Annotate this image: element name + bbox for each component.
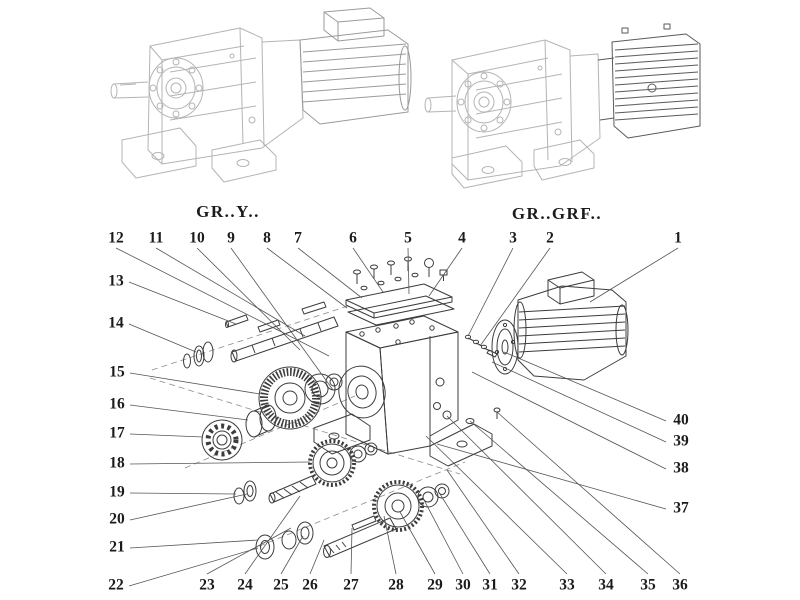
- mounting-feet-drawing: [451, 139, 595, 189]
- output-shaft-drawing: [110, 81, 149, 99]
- motor-drawing: [299, 7, 412, 125]
- leader-line-34: [446, 415, 607, 575]
- leader-line-27: [350, 527, 353, 575]
- intermediate-gear-set: [233, 439, 378, 505]
- leader-line-36: [496, 411, 681, 575]
- leader-line-7: [297, 247, 363, 299]
- leader-line-39: [491, 361, 667, 443]
- leader-line-23: [206, 527, 292, 575]
- gearbox-housing-drawing: [451, 39, 601, 181]
- input-shaft-assembly: [183, 301, 339, 369]
- variant-label-gr-y: GR..Y..: [196, 202, 260, 221]
- assembly-axes: [149, 305, 466, 551]
- leader-line-8: [266, 247, 348, 309]
- leader-line-6: [352, 247, 384, 293]
- leader-line-24: [244, 495, 301, 575]
- leader-line-16: [129, 404, 249, 421]
- leader-line-12: [115, 247, 330, 357]
- leader-line-4: [428, 247, 463, 297]
- leader-line-11: [155, 247, 306, 337]
- leader-line-35: [469, 420, 649, 575]
- leader-line-14: [128, 323, 197, 353]
- leader-line-3: [467, 247, 514, 337]
- leader-line-20: [129, 493, 248, 521]
- leader-line-31: [439, 493, 491, 575]
- leader-line-22: [128, 547, 259, 587]
- leader-line-2: [479, 247, 551, 347]
- assembled-view-gr-grf: [424, 23, 701, 189]
- finned-cover-drawing: [597, 23, 701, 139]
- variant-label-gr-grf: GR..GRF..: [511, 204, 603, 223]
- leader-line-30: [423, 499, 464, 575]
- leader-line-10: [196, 247, 301, 351]
- gearbox-housing-drawing: [147, 27, 304, 165]
- leader-line-21: [129, 539, 259, 549]
- leader-line-5: [407, 247, 410, 295]
- cover-bolts: [353, 256, 448, 291]
- leader-line-38: [471, 371, 667, 470]
- leader-line-19: [129, 492, 237, 495]
- leader-line-9: [230, 247, 334, 391]
- leader-line-26: [309, 539, 325, 575]
- leader-line-17: [129, 433, 204, 438]
- leader-line-33: [425, 435, 568, 575]
- output-flange-drawing: [148, 57, 204, 119]
- motor-exploded: [464, 271, 629, 381]
- leader-line-32: [446, 469, 520, 575]
- leader-line-37: [436, 443, 667, 510]
- leader-line-1: [589, 247, 679, 303]
- leader-line-29: [399, 511, 436, 575]
- assembled-view-gr-y: [110, 7, 412, 183]
- leader-lines: [115, 247, 681, 587]
- leader-line-13: [128, 281, 237, 325]
- leader-line-18: [129, 461, 311, 465]
- exploded-view: [149, 256, 629, 560]
- leader-line-28: [383, 515, 397, 575]
- output-flange-drawing: [456, 71, 512, 133]
- housing-cover-plate: [345, 283, 455, 326]
- leader-line-40: [503, 351, 667, 422]
- mounting-feet-drawing: [121, 127, 277, 183]
- ribbed-gear: [258, 366, 343, 430]
- small-hardware: [442, 407, 501, 424]
- leader-line-15: [129, 372, 261, 395]
- output-shaft-drawing: [424, 95, 457, 113]
- leader-line-25: [280, 535, 304, 575]
- gear-housing: [313, 315, 493, 467]
- bearing-set: [201, 404, 277, 461]
- output-gear-set: [255, 480, 450, 560]
